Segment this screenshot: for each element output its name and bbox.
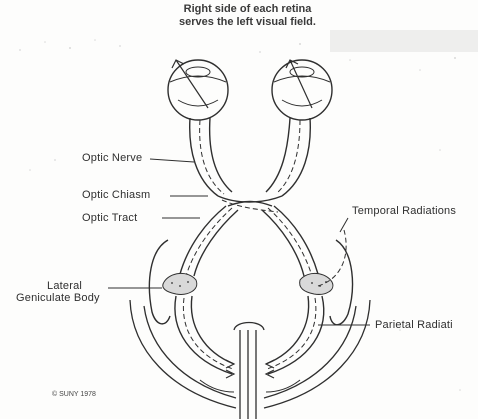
temporal-radiations-leader — [340, 218, 348, 232]
optic-nerve-leader — [150, 159, 194, 162]
lateral-geniculate-bodies — [163, 273, 333, 294]
header-line-2: serves the left visual field. — [150, 16, 345, 29]
label-parietal-radiations: Parietal Radiati — [375, 319, 478, 331]
left-eye — [168, 60, 228, 120]
header-line-1: Right side of each retina — [150, 3, 345, 16]
label-optic-tract: Optic Tract — [82, 212, 137, 224]
optic-chiasm — [218, 196, 282, 212]
label-optic-nerve: Optic Nerve — [82, 152, 142, 164]
label-lateral: Lateral — [47, 280, 82, 292]
optic-tracts — [180, 206, 318, 276]
label-temporal-radiations: Temporal Radiations — [352, 205, 478, 217]
header-text: Right side of each retina serves the lef… — [150, 3, 345, 29]
cortex-arrows — [226, 360, 274, 378]
label-geniculate-body: Geniculate Body — [16, 292, 100, 304]
occipital-cortex — [130, 300, 370, 419]
copyright-text: © SUNY 1978 — [52, 391, 96, 398]
optic-nerves — [190, 118, 311, 196]
optic-radiations — [175, 296, 324, 374]
right-eye — [272, 60, 332, 120]
label-optic-chiasm: Optic Chiasm — [82, 189, 150, 201]
leader-lines — [108, 159, 370, 325]
